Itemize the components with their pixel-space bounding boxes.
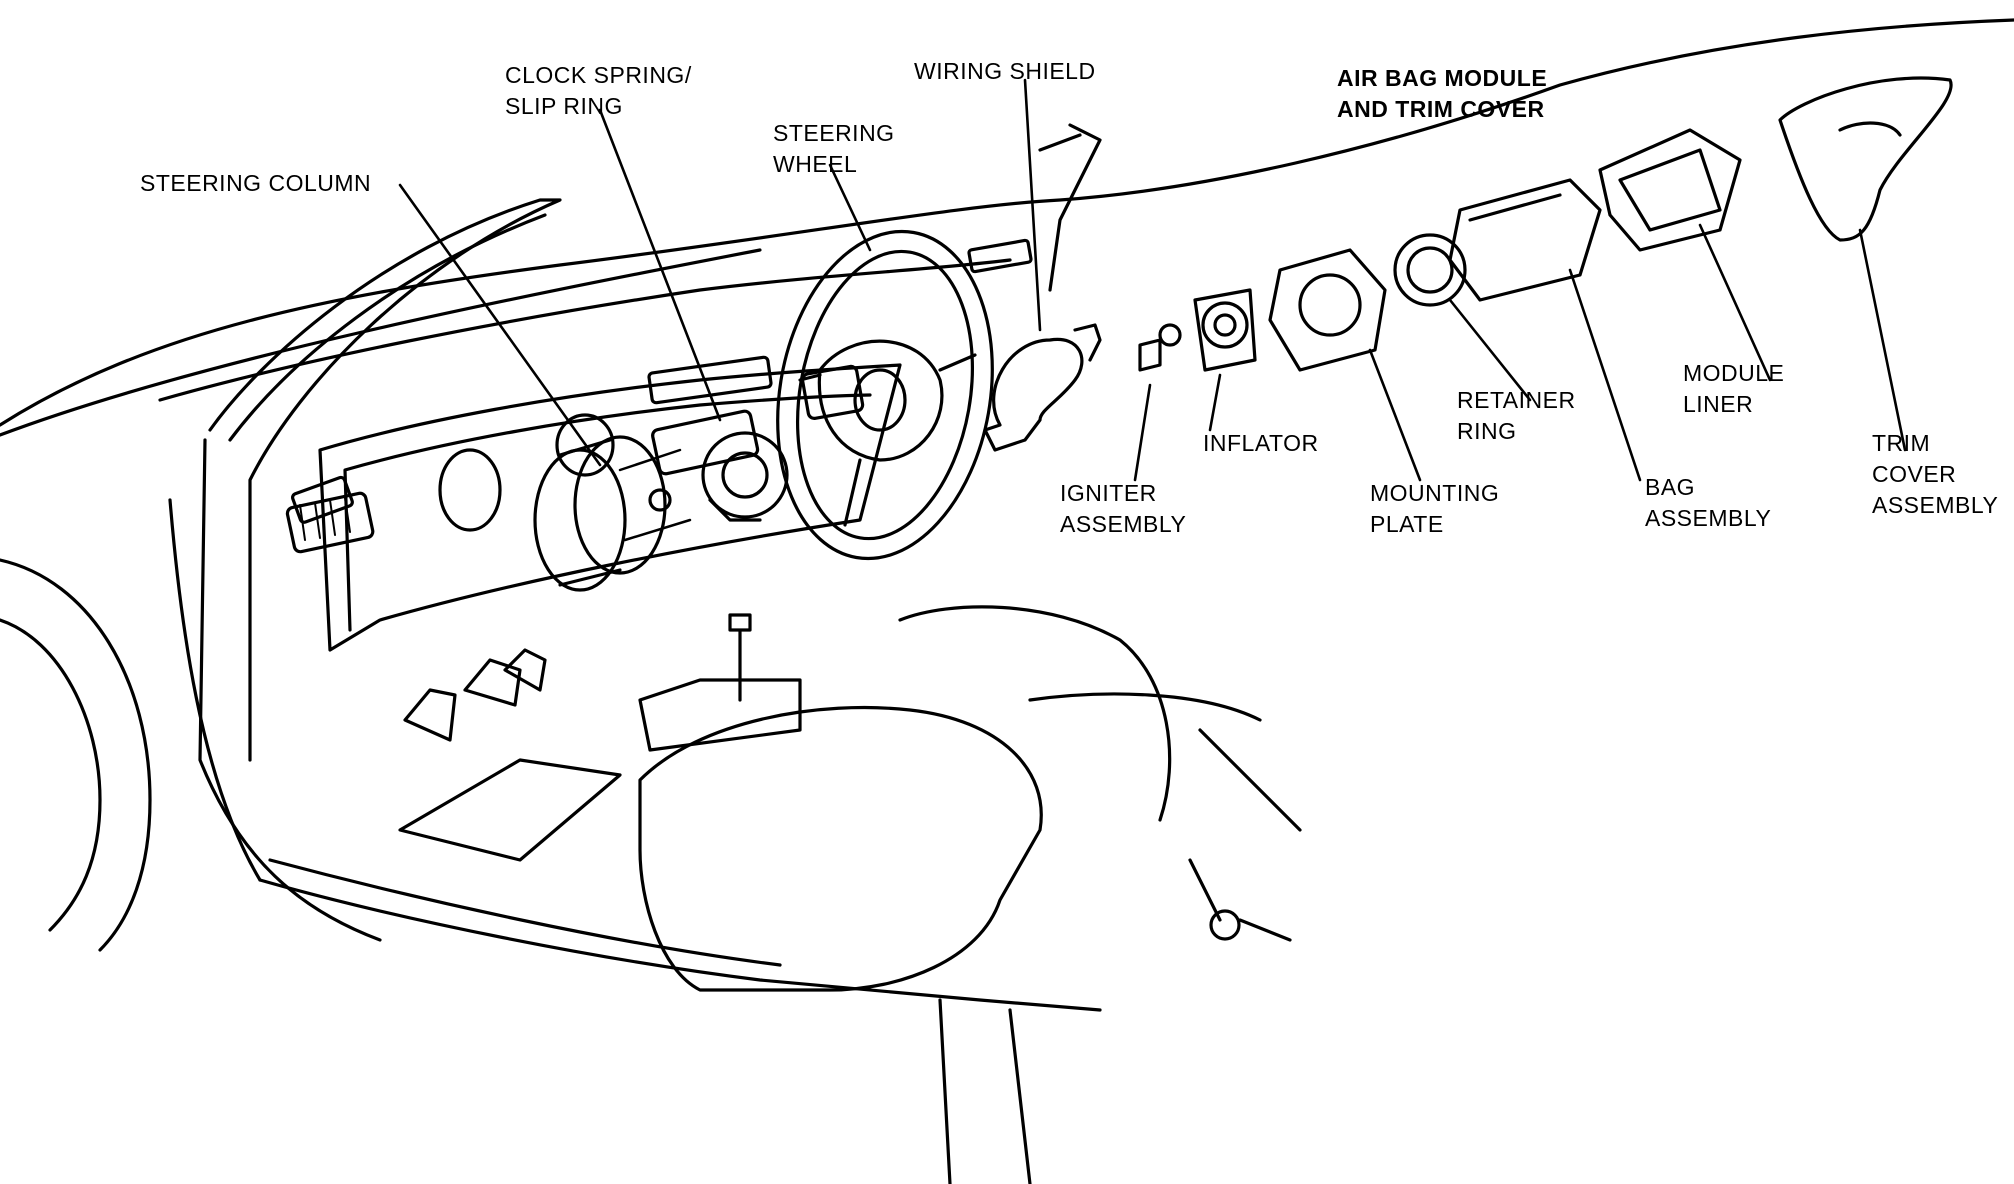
- inflator-part: [1193, 288, 1257, 372]
- label-steering-wheel: STEERING WHEEL: [773, 120, 895, 177]
- gauge-center: [555, 413, 615, 477]
- bag-assembly-part: [1448, 178, 1602, 302]
- label-wiring-shield: WIRING SHIELD: [914, 58, 1096, 84]
- door-frame: [208, 198, 562, 762]
- shifter: [728, 613, 752, 702]
- windshield-line: [0, 248, 762, 437]
- label-igniter-assembly: IGNITER ASSEMBLY: [1060, 480, 1187, 537]
- clock-spring: [701, 431, 789, 519]
- top-vent: [967, 238, 1033, 274]
- mounting-plate-part: [1268, 248, 1387, 372]
- steering-wheel-hub: [817, 339, 944, 462]
- left-vent: [285, 491, 375, 554]
- label-clock-spring: CLOCK SPRING/ SLIP RING: [505, 62, 692, 119]
- a-pillar: [1048, 123, 1102, 292]
- steering-wheel-rim: [776, 229, 994, 561]
- seat: [638, 705, 1043, 992]
- label-retainer-ring: RETAINER RING: [1457, 387, 1576, 444]
- wheel-arch: [0, 558, 152, 952]
- door-sill: [258, 878, 1102, 1012]
- trim-cover-part: [1778, 76, 1953, 242]
- center-vent: [651, 409, 760, 476]
- label-inflator: INFLATOR: [1203, 430, 1319, 456]
- dashboard: [318, 363, 902, 652]
- label-airbag-module: AIR BAG MODULE AND TRIM COVER: [1337, 65, 1548, 122]
- wiring-shield: [983, 337, 1084, 452]
- floor-mat: [398, 758, 622, 862]
- right-vent: [800, 364, 865, 420]
- pedals: [403, 648, 547, 742]
- label-mounting-plate: MOUNTING PLATE: [1370, 480, 1500, 537]
- dash-top-line: [158, 258, 1012, 402]
- label-module-liner: MODULE LINER: [1683, 360, 1785, 417]
- module-liner-part: [1598, 128, 1742, 252]
- body-outline: [0, 18, 2014, 427]
- console: [638, 678, 802, 752]
- retainer-ring-part: [1393, 233, 1467, 307]
- label-bag-assembly: BAG ASSEMBLY: [1645, 474, 1772, 531]
- label-steering-column: STEERING COLUMN: [140, 170, 372, 196]
- leader-lines: [398, 78, 1907, 482]
- gauge-left: [438, 448, 502, 532]
- label-trim-cover-assembly: TRIM COVER ASSEMBLY: [1872, 430, 1999, 518]
- corner-vent: [291, 475, 354, 524]
- radio-slot: [647, 355, 773, 405]
- igniter-part: [1138, 338, 1162, 372]
